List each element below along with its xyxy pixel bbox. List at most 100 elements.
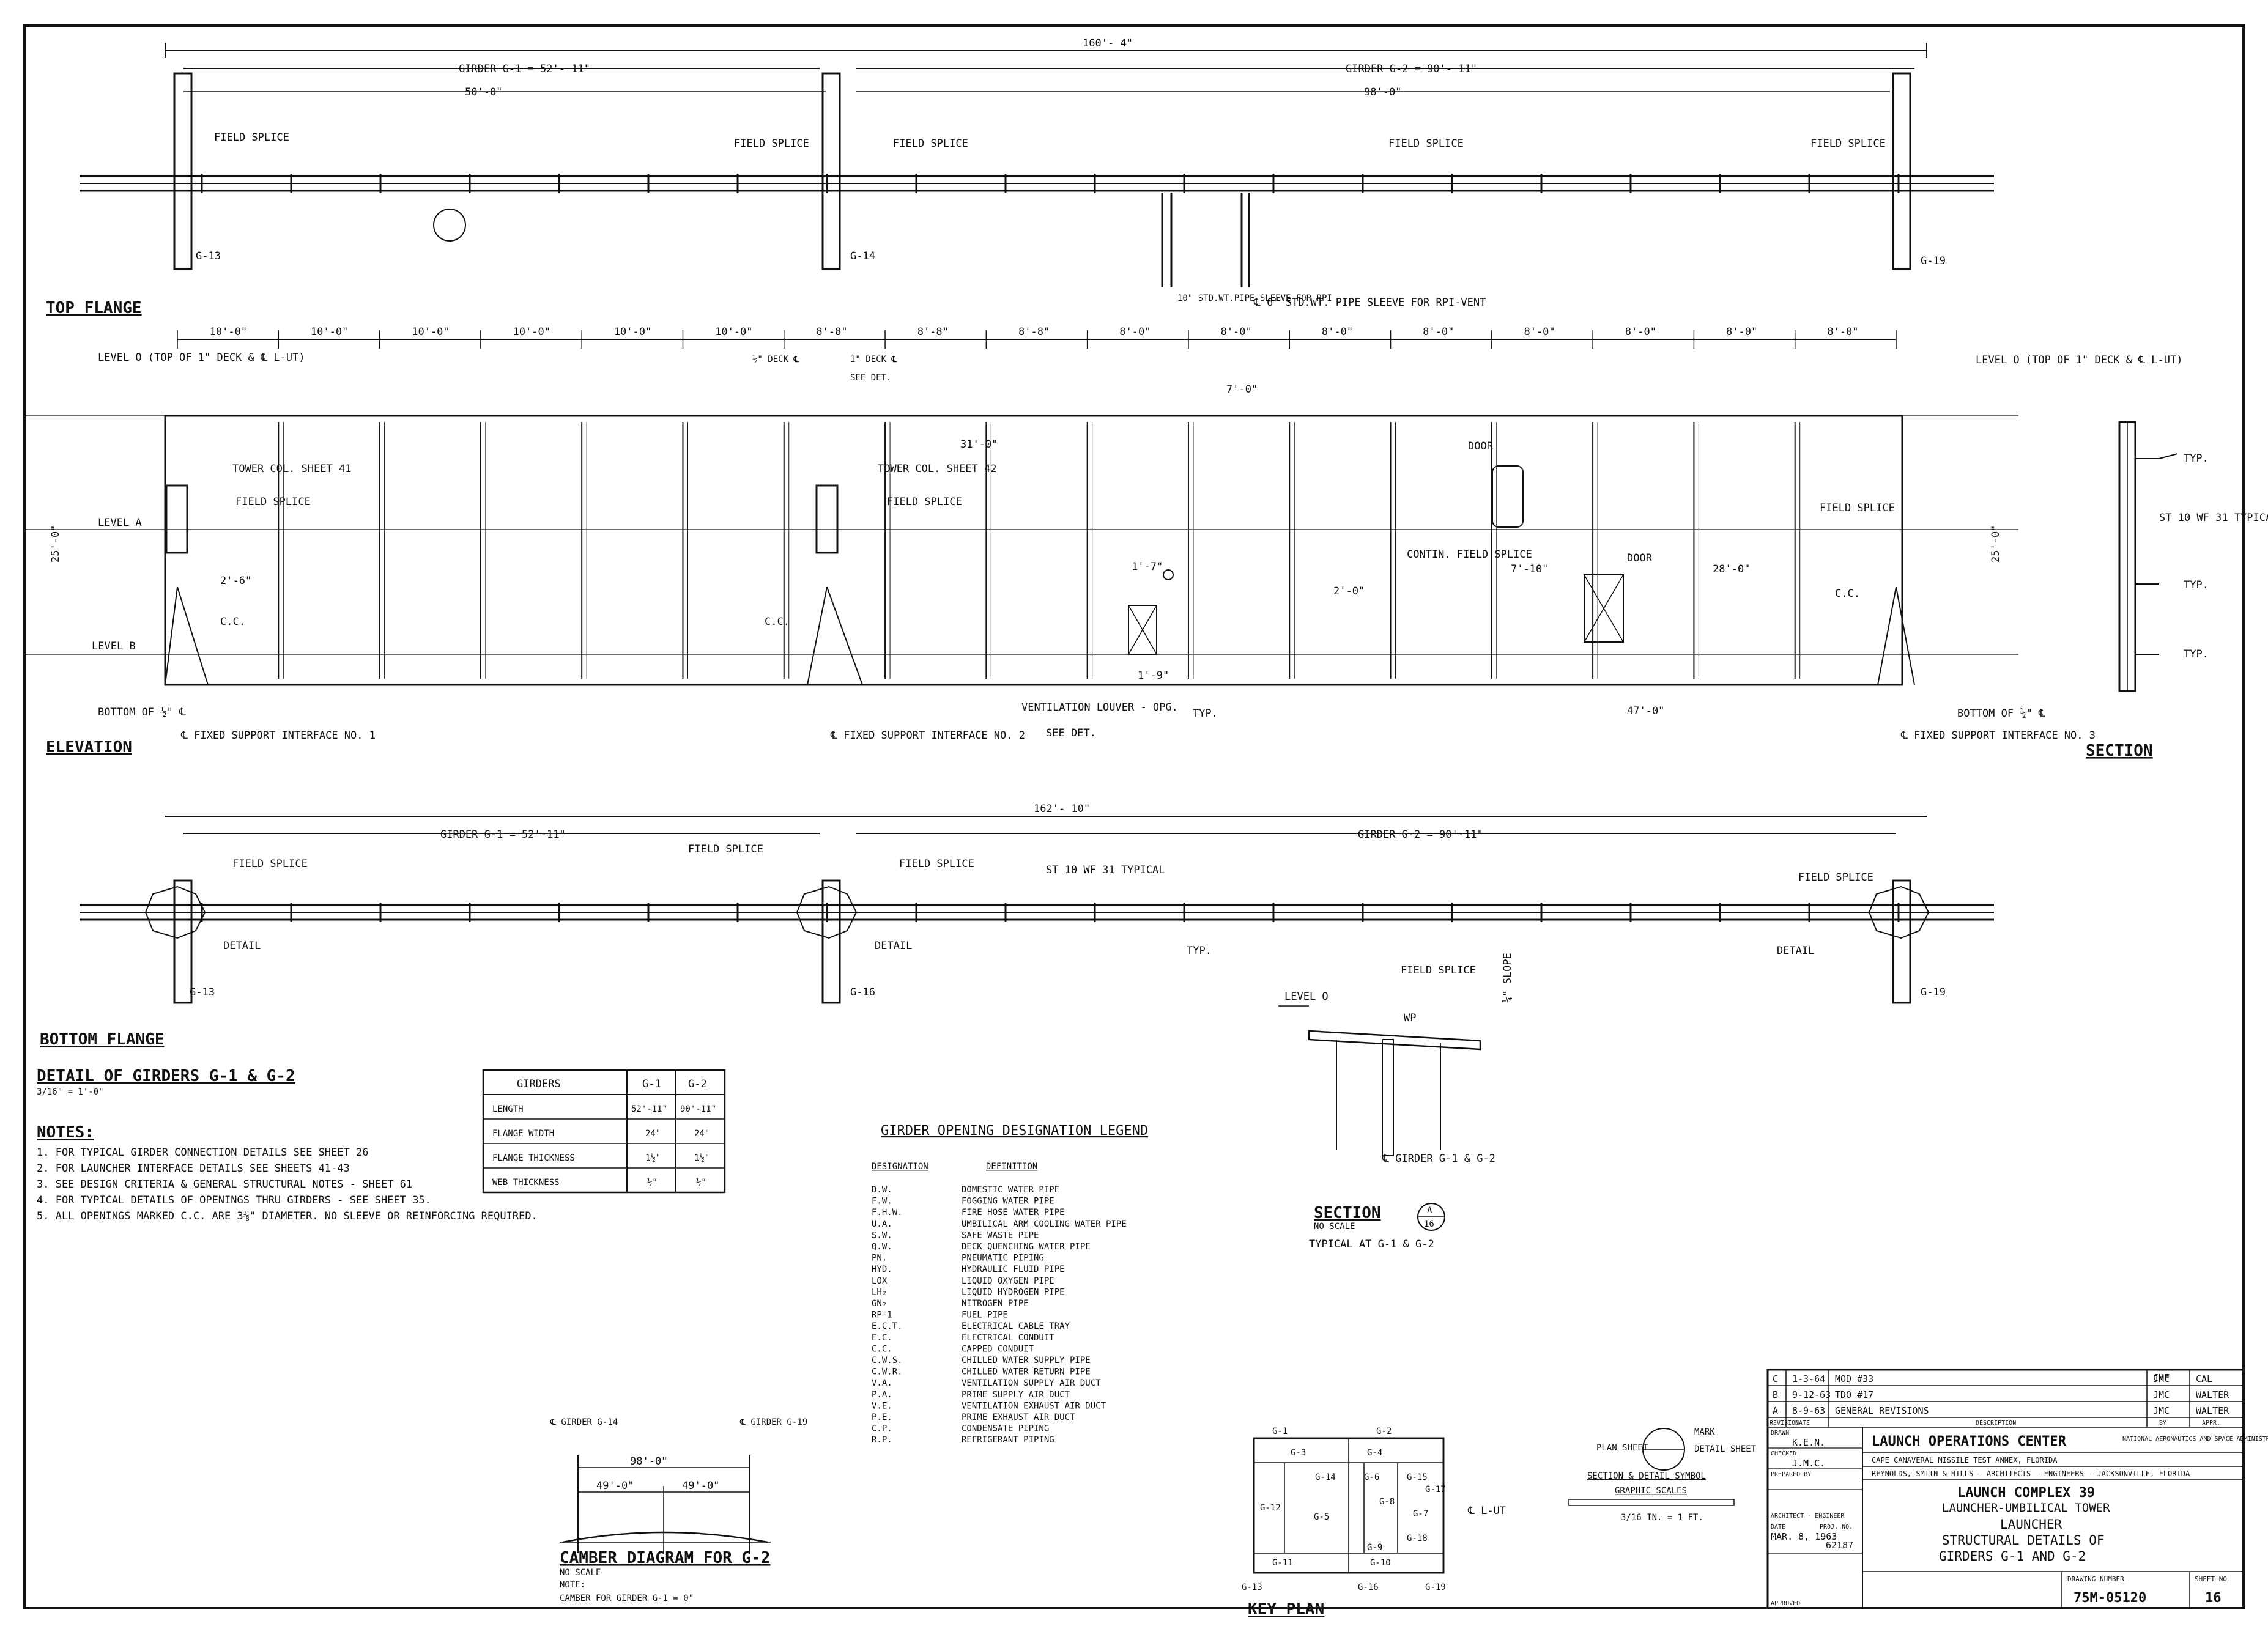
tb-drawn-by: K.E.N.	[1792, 1437, 1825, 1448]
tb-title-3: GIRDERS G-1 AND G-2	[1939, 1549, 2086, 1564]
legend-designation: S.W.	[872, 1230, 892, 1240]
symbol-legend: PLAN SHEET MARK DETAIL SHEET SECTION & D…	[1568, 1427, 1757, 1523]
table-r2-c0: FLANGE THICKNESS	[492, 1153, 575, 1163]
bottom-st-label: ST 10 WF 31 TYPICAL	[1046, 864, 1165, 876]
elev-spacing-label: 8'-8"	[917, 326, 949, 338]
top-flange-title: TOP FLANGE	[46, 299, 142, 317]
opening-legend: GIRDER OPENING DESIGNATION LEGEND DESIGN…	[872, 1123, 1148, 1445]
bottom-typ: TYP.	[1187, 945, 1212, 957]
key-g17: G-17	[1425, 1485, 1446, 1494]
tb-checked-label: CHECKED	[1771, 1450, 1796, 1457]
symbol-detail-sheet: DETAIL SHEET	[1694, 1444, 1757, 1454]
elev-door-1: DOOR	[1468, 440, 1494, 452]
note-4: 4. FOR TYPICAL DETAILS OF OPENINGS THRU …	[37, 1194, 431, 1206]
sec-title: SECTION	[1314, 1204, 1381, 1222]
elevation-spacing-dims: 10'-0"10'-0"10'-0"10'-0"10'-0"10'-0"8'-8…	[177, 326, 1897, 349]
legend-designation: GN₂	[872, 1299, 887, 1309]
key-l-ut: ℄ L-UT	[1467, 1505, 1506, 1517]
legend-designation: E.C.	[872, 1333, 892, 1343]
legend-designation: V.E.	[872, 1401, 892, 1411]
revision-cell: 8-9-63	[1792, 1405, 1825, 1416]
legend-definition: FIRE HOSE WATER PIPE	[962, 1208, 1065, 1217]
legend-designation: Q.W.	[872, 1242, 892, 1252]
table-r1-c2: 24"	[694, 1129, 710, 1139]
revision-cell: 9-12-63	[1792, 1389, 1831, 1400]
key-g2: G-2	[1376, 1427, 1392, 1436]
table-h-g2: G-2	[688, 1078, 707, 1090]
key-g12: G-12	[1260, 1503, 1281, 1513]
elev-spacing-label: 8'-0"	[1423, 326, 1454, 338]
section-typ-1: TYP.	[2184, 452, 2209, 465]
elev-bottom-right: BOTTOM OF ½" ℄	[1957, 707, 2045, 720]
legend-definition: SAFE WASTE PIPE	[962, 1230, 1039, 1240]
notes: NOTES: 1. FOR TYPICAL GIRDER CONNECTION …	[37, 1123, 538, 1222]
legend-designation: PN.	[872, 1254, 887, 1263]
elev-spacing-label: 8'-0"	[1726, 326, 1757, 338]
revision-cell: CAL	[2196, 1373, 2212, 1384]
key-plan-title: KEY PLAN	[1248, 1600, 1324, 1619]
table-r3-c0: WEB THICKNESS	[492, 1178, 560, 1188]
elev-support-2: ℄ FIXED SUPPORT INTERFACE NO. 2	[830, 730, 1025, 742]
top-field-splice-5: FIELD SPLICE	[1810, 138, 1886, 150]
section-typ-2: TYP.	[2184, 579, 2209, 591]
elev-dim-total: 25'-0"	[50, 525, 62, 563]
key-g9: G-9	[1367, 1543, 1382, 1553]
tb-architect: ARCHITECT - ENGINEER	[1771, 1513, 1845, 1520]
legend-designation: D.W.	[872, 1185, 892, 1195]
note-2: 2. FOR LAUNCHER INTERFACE DETAILS SEE SH…	[37, 1162, 350, 1175]
legend-title: GIRDER OPENING DESIGNATION LEGEND	[881, 1123, 1148, 1139]
legend-definition: PRIME SUPPLY AIR DUCT	[962, 1390, 1070, 1400]
legend-definition: LIQUID OXYGEN PIPE	[962, 1276, 1054, 1286]
legend-designation: V.A.	[872, 1378, 892, 1388]
symbol-mark: MARK	[1694, 1427, 1715, 1437]
tb-firm: REYNOLDS, SMITH & HILLS - ARCHITECTS - E…	[1872, 1469, 2190, 1478]
elev-dim-total-r: 25'-0"	[1990, 525, 2002, 563]
elev-spacing-label: 8'-8"	[1018, 326, 1050, 338]
key-g11: G-11	[1272, 1558, 1293, 1568]
legend-definition: PNEUMATIC PIPING	[962, 1254, 1044, 1263]
legend-definition: FUEL PIPE	[962, 1310, 1008, 1320]
legend-definition: ELECTRICAL CABLE TRAY	[962, 1321, 1070, 1331]
tb-proj-no: 62187	[1826, 1540, 1853, 1551]
elev-contin-splice: CONTIN. FIELD SPLICE	[1407, 549, 1532, 561]
tb-dwg-num-label: DRAWING NUMBER	[2067, 1575, 2124, 1583]
note-5: 5. ALL OPENINGS MARKED C.C. ARE 3⅜" DIAM…	[37, 1210, 538, 1222]
legend-designation: LOX	[872, 1276, 888, 1286]
elev-tower-col-1: TOWER COL. SHEET 41	[232, 463, 351, 475]
camber-scale: NO SCALE	[560, 1568, 601, 1578]
camber-note-text: CAMBER FOR GIRDER G-1 = 0"	[560, 1594, 694, 1603]
elev-field-splice-3: FIELD SPLICE	[1820, 502, 1895, 514]
key-g4: G-4	[1367, 1448, 1382, 1458]
top-field-splice-4: FIELD SPLICE	[1388, 138, 1464, 150]
tb-agency: NATIONAL AERONAUTICS AND SPACE ADMINISTR…	[2122, 1436, 2268, 1442]
elev-field-splice-1: FIELD SPLICE	[235, 496, 311, 508]
legend-designation: P.A.	[872, 1390, 892, 1400]
revision-cell: C	[1773, 1373, 1778, 1384]
revision-cell: WALTER	[2196, 1405, 2229, 1416]
section-typ-3: TYP.	[2184, 648, 2209, 660]
elev-cc-1: C.C.	[220, 616, 245, 628]
key-g18: G-18	[1407, 1534, 1428, 1543]
elevation-stiffeners	[278, 422, 1801, 679]
detail-scale: 3/16" = 1'-0"	[37, 1087, 104, 1097]
key-g1: G-1	[1272, 1427, 1288, 1436]
legend-definition: PRIME EXHAUST AIR DUCT	[962, 1413, 1075, 1422]
elev-spacing-label: 8'-0"	[1221, 326, 1252, 338]
bottom-g2-label: GIRDER G-2 = 90'-11"	[1358, 829, 1483, 841]
elev-door-2: DOOR	[1627, 552, 1653, 564]
table-r0-c1: 52'-11"	[631, 1104, 667, 1114]
key-g6: G-6	[1364, 1472, 1379, 1482]
tb-h-date: DATE	[1795, 1420, 1810, 1427]
table-r3-c2: ½"	[696, 1178, 706, 1188]
legend-designation: HYD.	[872, 1265, 892, 1274]
elev-dim-31: 31'-0"	[960, 438, 998, 451]
top-field-splice-2: FIELD SPLICE	[734, 138, 809, 150]
note-3: 3. SEE DESIGN CRITERIA & GENERAL STRUCTU…	[37, 1178, 412, 1191]
table-r1-c0: FLANGE WIDTH	[492, 1129, 554, 1139]
key-g16: G-16	[1358, 1583, 1379, 1592]
key-g14: G-14	[1315, 1472, 1336, 1482]
revision-cell: MOD #33	[1835, 1373, 1873, 1384]
elevation-view: 10'-0"10'-0"10'-0"10'-0"10'-0"10'-0"8'-8…	[24, 326, 2182, 756]
tb-chf: CHF	[2153, 1372, 2170, 1383]
elev-tower-col-2: TOWER COL. SHEET 42	[878, 463, 996, 475]
